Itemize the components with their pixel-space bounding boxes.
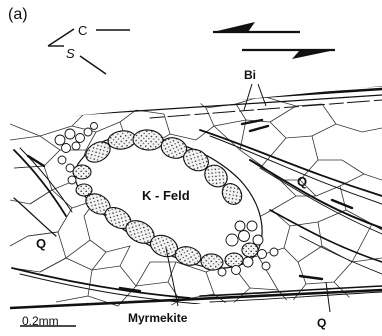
quartz-label-right: Q xyxy=(297,174,307,189)
panel-label: (a) xyxy=(8,6,28,24)
cs-orientation-symbol xyxy=(48,29,130,74)
shear-sense-arrows xyxy=(213,22,335,59)
k-feldspar-label: K - Feld xyxy=(142,188,190,203)
quartz-label-left: Q xyxy=(36,236,46,251)
c-plane-label: C xyxy=(78,23,87,38)
scale-bar-label: 0.2mm xyxy=(22,314,59,328)
myrmekite-label: Myrmekite xyxy=(128,311,187,325)
biotite-label: Bi xyxy=(244,68,256,82)
rock-section xyxy=(10,86,382,312)
quartz-label-bottom: Q xyxy=(317,316,326,330)
s-plane-label: S xyxy=(66,46,75,61)
